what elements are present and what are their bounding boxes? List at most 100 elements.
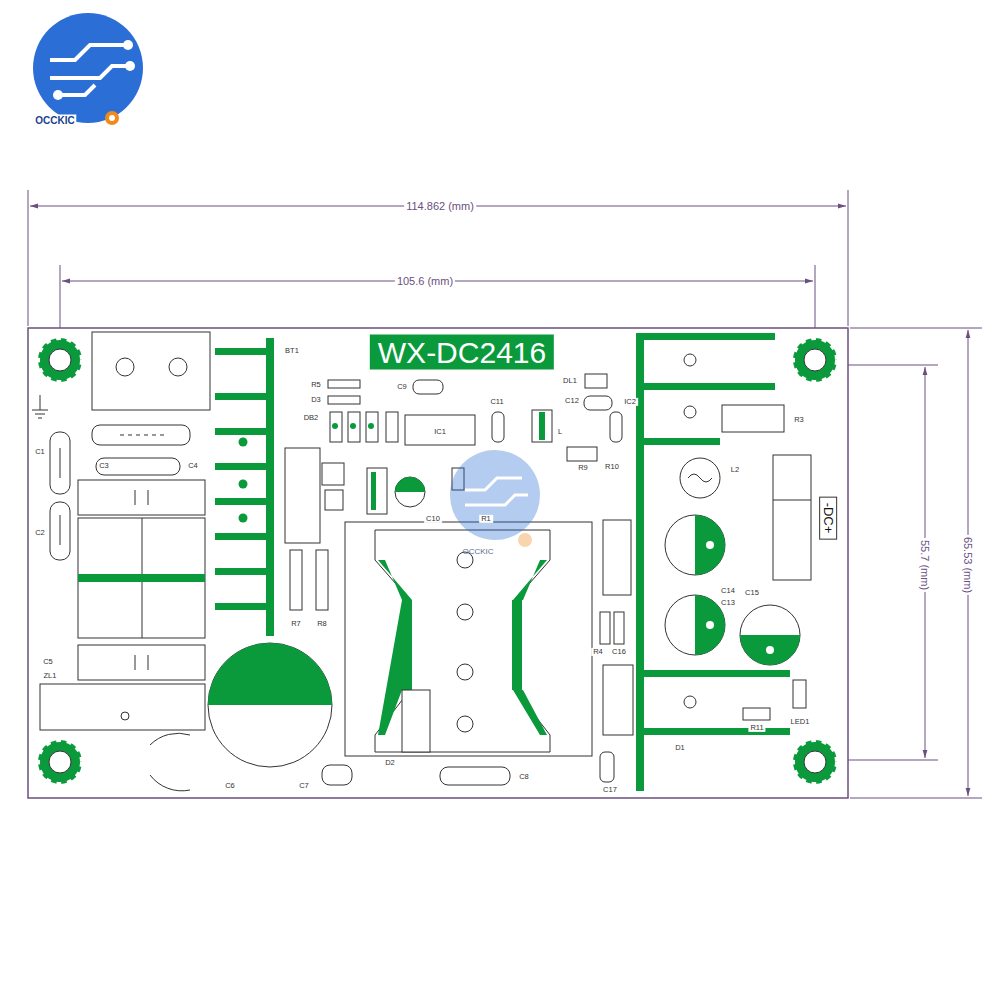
part-designator: L2 [729,466,741,474]
part-designator: LED1 [789,718,812,726]
input-section-part [78,480,205,515]
mounting-holes-part [38,740,82,784]
part-designator: R11 [748,724,765,732]
input-section-part [135,655,136,670]
dimension-lines-part [850,798,982,799]
input-section-part [169,358,187,376]
primary-heatsink-part [215,463,270,470]
control-section-part [367,468,387,514]
input-section-part [40,395,41,410]
control-section-part [600,612,610,644]
control-section-part [610,412,622,442]
input-section-part [148,655,149,670]
dimension-lines-part [28,190,29,326]
watermark-logo [450,450,540,547]
part-designator: C10 [424,515,442,523]
transformer-part [457,664,473,680]
primary-heatsink-part [239,514,248,523]
output-section-part [722,405,784,432]
control-section-part [348,412,360,442]
secondary-heatsink-part [640,333,775,340]
input-section-part [32,410,48,411]
part-designator: R9 [576,464,590,472]
brand-logo-part [105,111,119,125]
output-section-part [684,354,696,366]
control-section-part [322,463,344,485]
control-section-part [208,643,332,767]
part-designator: R3 [792,416,806,424]
input-section-part [40,684,205,730]
primary-heatsink-part [215,533,270,540]
part-designator: R7 [289,620,303,628]
control-section-part [386,412,398,442]
primary-heatsink-part [215,603,270,610]
input-section-part [60,448,61,478]
part-designator: C3 [97,462,111,470]
control-section-part [440,767,510,785]
control-fills-part [532,410,552,442]
input-section-part [92,332,210,410]
watermark-logo-part [518,533,532,547]
transformer-part [345,522,592,756]
mounting-holes-part [793,338,837,382]
mounting-holes-part [804,751,826,773]
transformer-part [402,690,430,752]
input-section-part [135,490,136,505]
brand-logo-part [58,85,95,95]
part-designator: C11 [488,398,505,406]
input-section-part [38,418,42,419]
control-section-part [584,396,612,410]
part-designator: C6 [223,782,237,790]
control-fills-part [368,423,374,429]
mounting-holes-part [49,751,71,773]
transformer-part [457,716,473,732]
capacitor-polarity-fills-part [766,646,774,654]
output-section-part [665,515,725,575]
part-designator: C7 [297,782,311,790]
mounting-holes-part [38,338,82,382]
mounting-holes-part [38,740,82,784]
capacitor-polarity-fills-part [695,515,725,575]
control-section-part [285,448,320,543]
output-section-part [773,500,811,501]
dimension-label: 55.7 (mm) [919,538,931,592]
primary-heatsink-part [215,428,270,435]
input-section-part [78,518,205,638]
transformer-part [375,530,550,752]
part-designator: C14 [719,587,737,595]
part-designator: R8 [315,620,329,628]
part-designator: C17 [601,786,619,794]
input-section-part [150,775,190,791]
primary-heatsink [215,338,274,636]
part-designator: D1 [673,744,687,752]
part-designator: D3 [309,396,323,404]
board-model-name: WX-DC2416 [370,335,554,370]
mounting-holes-part [804,349,826,371]
mounting-holes-part [793,740,837,784]
part-designator: C5 [41,658,55,666]
capacitor-polarity-fills-part [740,635,800,665]
output-section-part [773,455,811,580]
choke-traces-part [78,574,205,582]
part-designator: R4 [591,648,605,656]
control-section-part [328,380,360,388]
mounting-holes-part [793,338,837,382]
part-designator: C2 [33,529,47,537]
input-section-part [96,458,180,475]
secondary-heatsink-part [640,670,790,677]
control-section-part [603,665,633,735]
control-section [208,374,633,785]
control-section-part [567,447,597,461]
output-section-part [665,595,725,655]
control-fills [208,410,552,705]
output-section-part [680,458,720,498]
output-section-part [743,708,770,720]
control-section-part [413,380,443,394]
brand-name: OCCKIC [33,115,76,126]
brand-logo [33,13,143,125]
primary-heatsink-part [239,480,248,489]
control-fills-part [350,423,356,429]
part-designator: C4 [186,462,200,470]
dimension-lines-part [838,760,938,761]
transformer-part [457,604,473,620]
